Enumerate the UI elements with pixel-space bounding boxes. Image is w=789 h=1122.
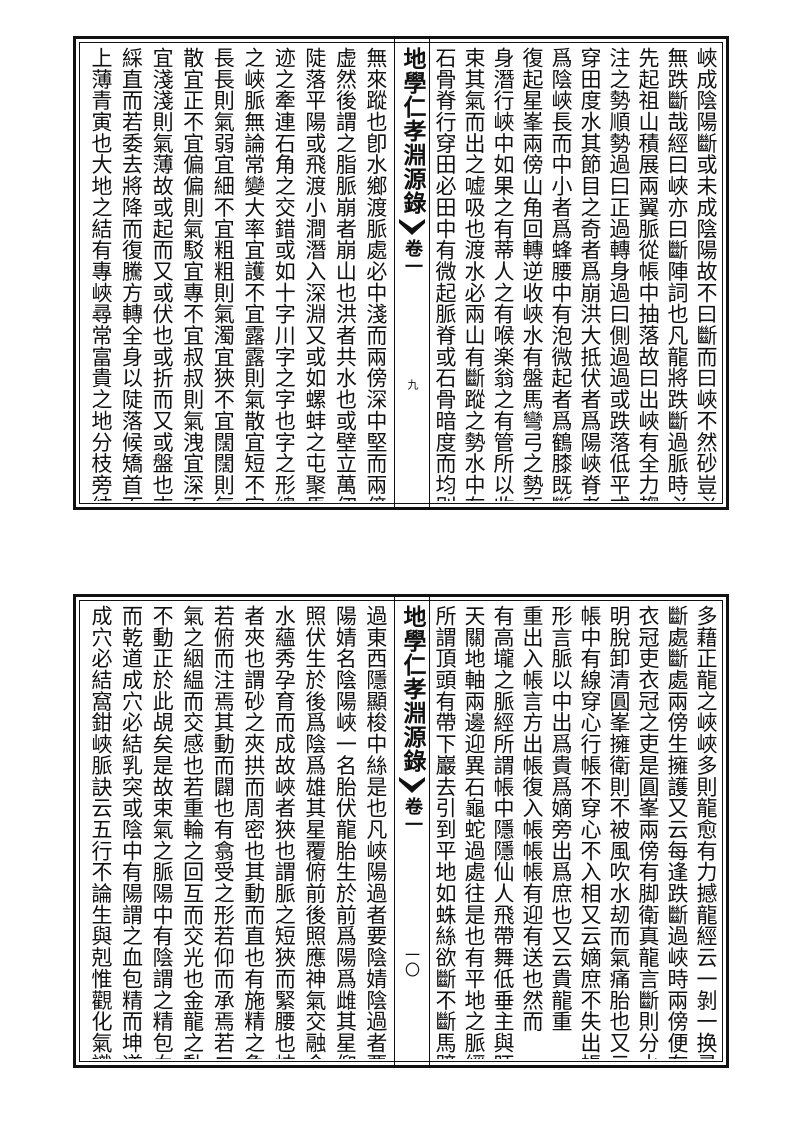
text-column: 明脫卸清圓峯擁衛則不被風吹水刼而氣痛胎也又云 (607, 605, 631, 1059)
text-column: 陽婧名陰陽峽一名胎伏龍胎生於前爲陽爲雌其星仰 (333, 605, 358, 1059)
volume-label: 卷一 (402, 797, 423, 833)
left-half-text: 過東西隱顯梭中絲是也凡峽陽過者要陰婧陰過者要 陽婧名陰陽峽一名胎伏龍胎生於前爲陽… (86, 605, 391, 1059)
text-column: 天關地軸兩邊迎異石龜蛇過處往是也有平地之脈經 (462, 605, 486, 1059)
text-column: 宜淺淺則氣薄故或起而又或伏也或折而又或盤也來 (150, 47, 175, 501)
text-column: 復起星峯兩傍山角回轉逆收峽水有盤馬彎弓之勢正 (520, 47, 544, 501)
book-page-bottom: 多藉正龍之峽峽多則龍愈有力撼龍經云一剝一换尋 斷處斷處兩傍生擁護又云每逢跌斷過峽… (73, 594, 729, 1068)
text-column: 穿田度水其節目之奇者爲崩洪大抵伏者爲陽峽脊者 (578, 47, 602, 501)
center-margin-strip: 地學仁孝淵源錄 卷一 一〇 (394, 597, 430, 1065)
text-column: 虚然後謂之脂脈崩者崩山也洪者共水也或壁立萬仞 (333, 47, 358, 501)
text-column: 峽成陰陽斷或未成陰陽故不曰斷而曰峽不然砂豈必 (694, 47, 718, 501)
book-title: 地學仁孝淵源錄 (399, 605, 426, 773)
text-column: 水蘊秀孕育而成故峽者狹也謂脈之短狹而緊腰也峽 (272, 605, 297, 1059)
text-column: 照伏生於後爲陰爲雄其星覆俯前後照應神氣交融金 (302, 605, 327, 1059)
text-column: 散宜正不宜偏偏則氣駁宜專不宜叔叔則氣洩宜深不 (180, 47, 205, 501)
book-page-top: 峽成陰陽斷或未成陰陽故不曰斷而曰峽不然砂豈必 無跌斷哉經曰峽亦曰斷陣詞也凡龍將跌… (73, 36, 729, 510)
text-column: 形言脈以中出爲貴爲嫡旁出爲庶也又云貴龍重 (549, 605, 573, 1032)
text-column: 上薄青寅也大地之結有專峽尋常富貴之地分枝旁結 (89, 47, 113, 501)
right-half-text: 多藉正龍之峽峽多則龍愈有力撼龍經云一剝一换尋 斷處斷處兩傍生擁護又云每逢跌斷過峽… (431, 605, 721, 1059)
text-column: 成穴必結窩鉗峽脈訣云五行不論生與剋惟觀化氣識 (89, 605, 113, 1059)
text-column: 重出入帳言方出帳復入帳帳帳有迎有送也然而 (520, 605, 544, 1032)
text-column: 束其氣而出之嘘吸也渡水必兩山有斷蹤之勢水中有 (462, 47, 486, 501)
text-column: 石骨脊行穿田必田中有微起脈脊或石骨暗度而均別 (433, 47, 457, 501)
text-column: 者夾也謂砂之夾拱而周密也其動而直也有施精之象 (241, 605, 266, 1059)
text-column: 所謂頂頭有帶下巖去引到平地如蛛絲欲斷不斷馬蹄 (433, 605, 457, 1059)
text-column: 不動正於此覘矣是故束氣之脈陽中有陰謂之精包血 (150, 605, 175, 1059)
text-column: 先起祖山積展兩翼脈從帳中抽落故曰出峽有全力趨 (636, 47, 660, 501)
text-column: 無跌斷哉經曰峽亦曰斷陣詞也凡龍將跌斷過脈時必 (665, 47, 689, 501)
left-half-text: 無來蹤也卽水鄉渡脈處必中淺而兩傍深中堅而兩傍 虚然後謂之脂脈崩者崩山也洪者共水也… (86, 47, 391, 501)
volume-label: 卷一 (402, 239, 423, 275)
text-column: 之峽脈無論常變大率宜護不宜露露則氣散宜短不宜 (241, 47, 266, 501)
text-column: 帳中有線穿心行帳不穿心不入相又云嫡庶不失出帳 (578, 605, 602, 1059)
text-column: 長長則氣弱宜細不宜粗粗則氣濁宜狹不宜闊闊則氣 (211, 47, 236, 501)
text-column: 無來蹤也卽水鄉渡脈處必中淺而兩傍深中堅而兩傍 (363, 47, 388, 501)
text-column: 氣之絪緼而交感也若重輪之回互而交光也金龍之動 (180, 605, 205, 1059)
text-column: 過東西隱顯梭中絲是也凡峽陽過者要陰婧陰過者要 (363, 605, 388, 1059)
text-column: 衣冠吏衣冠之吏是圓峯兩傍有脚衛真龍言斷則分水 (636, 605, 660, 1059)
fish-tail-mark-icon (399, 777, 425, 793)
book-title: 地學仁孝淵源錄 (399, 47, 426, 215)
text-column: 綵直而若委去將降而復騰方轉全身以陡落候矯首而 (119, 47, 144, 501)
text-column: 多藉正龍之峽峽多則龍愈有力撼龍經云一剝一换尋 (694, 605, 718, 1059)
center-margin-strip: 地學仁孝淵源錄 卷一 九 (394, 39, 430, 507)
page-number: 一〇 (403, 947, 421, 977)
right-half-text: 峽成陰陽斷或未成陰陽故不曰斷而曰峽不然砂豈必 無跌斷哉經曰峽亦曰斷陣詞也凡龍將跌… (431, 47, 721, 501)
text-column: 注之勢順勢過曰正過轉身過曰側過過或跌落低平或 (607, 47, 631, 501)
text-column: 有高壠之脈經所謂帳中隱隱仙人飛帶舞低垂主與旺 (491, 605, 515, 1059)
fish-tail-mark-icon (399, 219, 425, 235)
text-column: 身潛行峽中如果之有蒂人之有喉楽翁之有管所以收 (491, 47, 515, 501)
text-column: 迹之牽連石角之交錯或如十字川字之字也字之形總 (272, 47, 297, 501)
text-column: 斷處斷處兩傍生擁護又云每逢跌斷過峽時兩傍便有 (665, 605, 689, 1059)
text-column: 陡落平陽或飛渡小澗潛入深淵又或如螺蚌之屯聚馬 (302, 47, 327, 501)
page-number: 九 (406, 379, 419, 390)
text-column: 爲陰峽長而中小者爲蜂腰中有泡微起者爲鶴膝既斷 (549, 47, 573, 501)
text-column: 而乾道成穴必結乳突或陰中有陽謂之血包精而坤道 (119, 605, 144, 1059)
text-column: 若俯而注焉其動而闢也有翕受之形若仰而承焉若二 (211, 605, 236, 1059)
